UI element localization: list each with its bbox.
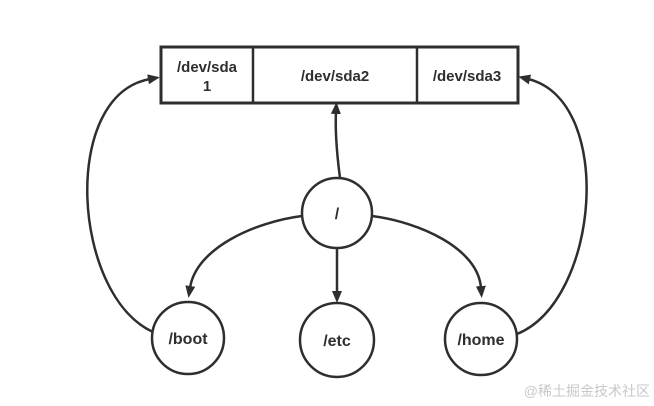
partition-cell-sda3-label: /dev/sda3 <box>433 68 501 85</box>
root-node-label: / <box>335 206 340 223</box>
partition-cell-sda1-line2: 1 <box>203 78 211 95</box>
boot-node: /boot <box>150 300 226 376</box>
partition-bar: /dev/sda 1 /dev/sda2 /dev/sda3 <box>159 45 520 105</box>
home-node-label: /home <box>457 332 504 349</box>
root-node-circle <box>300 176 374 250</box>
edge-root-to-sda2 <box>330 102 342 179</box>
etc-node-circle <box>298 301 376 379</box>
home-node-circle <box>443 301 519 377</box>
etc-node: /etc <box>298 301 376 379</box>
watermark: @稀土掘金技术社区 <box>524 383 650 399</box>
home-node: /home <box>443 301 519 377</box>
edge-boot-to-sda1 <box>86 74 160 334</box>
boot-node-circle <box>150 300 226 376</box>
edge-root-to-home <box>371 214 486 298</box>
root-node: / <box>300 176 374 250</box>
etc-node-label: /etc <box>323 333 351 350</box>
boot-node-label: /boot <box>168 331 208 348</box>
partition-cell-sda1-line1: /dev/sda <box>177 59 238 76</box>
edge-root-to-boot <box>185 214 303 298</box>
partition-bar-outline <box>159 45 520 105</box>
partition-cell-sda2-label: /dev/sda2 <box>301 68 369 85</box>
edge-home-to-sda3 <box>516 74 588 336</box>
